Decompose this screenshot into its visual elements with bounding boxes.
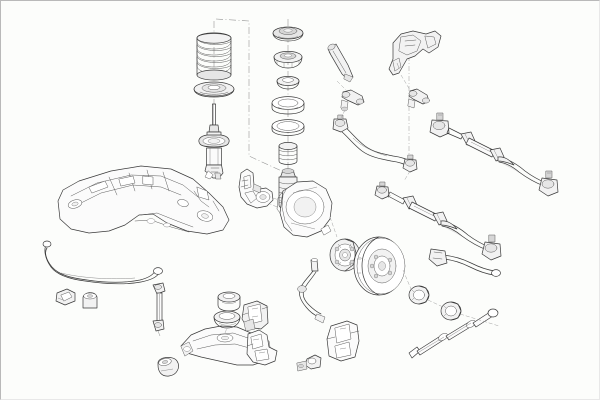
assembly-centerlines [213, 18, 410, 216]
center-link [332, 114, 418, 173]
washer-large [271, 96, 305, 115]
steering-knuckle [238, 168, 274, 209]
tie-rod-inner [429, 112, 464, 140]
front-subframe [57, 165, 230, 235]
shock-absorber-strut [198, 103, 230, 180]
brake-dust-shield [276, 180, 333, 238]
brake-pads [241, 300, 269, 332]
bolt-small [296, 354, 322, 372]
stabilizer-bar [42, 240, 163, 285]
idler-arm [407, 88, 430, 109]
strut-assembly [193, 32, 235, 180]
guide-bushing-b [440, 301, 462, 321]
abs-sensor-cable-right [428, 248, 501, 277]
guide-bushing-a [408, 285, 430, 305]
idler-arm-bracket [388, 30, 442, 76]
caliper-bracket [246, 329, 278, 366]
center-link-bushing [374, 181, 390, 200]
support-ring [271, 119, 305, 136]
strut-top-mount [272, 26, 304, 42]
steering-damper-rod [408, 308, 499, 359]
upper-spring-seat [276, 76, 300, 90]
subframe-group [42, 165, 272, 377]
bump-stop [278, 142, 298, 165]
abs-sensor [297, 258, 326, 324]
coil-spring [196, 32, 232, 81]
wheel-hub-bearing [329, 238, 361, 272]
strut-bearing [273, 51, 303, 69]
brake-caliper [326, 320, 360, 362]
tie-rod-assembly [429, 112, 559, 197]
stabilizer-clamp [55, 288, 76, 306]
tie-rod-assembly-lower [387, 191, 502, 261]
hub-brake-group [238, 168, 501, 372]
tie-rod-adjuster [460, 131, 505, 162]
pitman-arm [327, 43, 354, 83]
leader-lines [224, 74, 500, 334]
pitman-link-arm [340, 89, 365, 112]
stabilizer-bushing [82, 292, 98, 309]
steering-linkage [327, 30, 559, 359]
control-arm-rear-bushing [157, 357, 179, 377]
spring-seat [193, 81, 235, 98]
stabilizer-link [152, 282, 166, 337]
brake-rotor [353, 236, 406, 296]
control-arm-bushing [217, 291, 241, 312]
tie-rod-outer [497, 156, 559, 197]
tie-rod-inner-lower [387, 191, 406, 205]
